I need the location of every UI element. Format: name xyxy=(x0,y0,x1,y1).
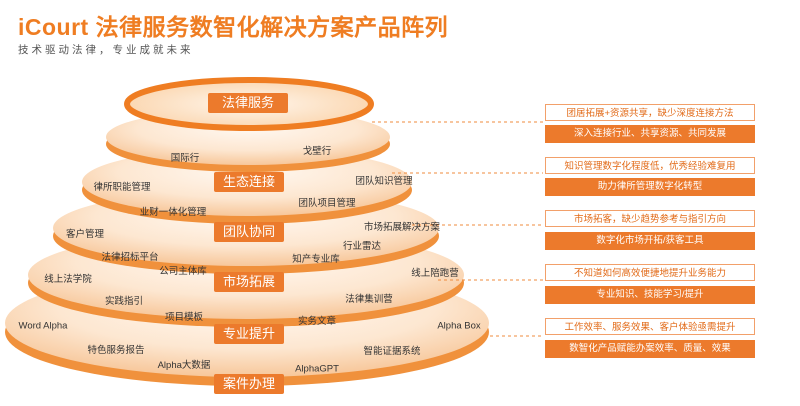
label-service-report: 特色服务报告 xyxy=(87,345,145,356)
level-legal-service: 法律服务 xyxy=(208,93,288,113)
need-4-pain: 不知道如何高效便捷地提升业务能力 xyxy=(545,264,755,281)
label-evidence: 智能证据系统 xyxy=(363,346,421,357)
label-practice: 实践指引 xyxy=(104,296,144,307)
label-bidding: 法律招标平台 xyxy=(101,252,159,263)
label-team-project: 团队项目管理 xyxy=(298,198,356,209)
level-case-handling: 案件办理 xyxy=(214,374,284,394)
label-alpha-bigdata: Alpha大数据 xyxy=(157,360,211,371)
need-2-pain: 知识管理数字化程度低，优秀经验难复用 xyxy=(545,157,755,174)
label-template: 项目模板 xyxy=(164,312,204,323)
need-3-solution: 数字化市场开拓/获客工具 xyxy=(545,232,755,250)
label-word-alpha: Word Alpha xyxy=(18,320,68,332)
label-gobi: 戈壁行 xyxy=(302,146,332,157)
need-5-solution: 数智化产品赋能办案效率、质量、效果 xyxy=(545,340,755,358)
label-online-school: 线上法学院 xyxy=(44,274,92,285)
label-client: 客户管理 xyxy=(65,229,105,240)
page-subtitle: 技术驱动法律，专业成就未来 xyxy=(18,44,194,56)
level-pro-improve: 专业提升 xyxy=(214,324,284,344)
need-2-solution: 助力律所管理数字化转型 xyxy=(545,178,755,196)
need-1-pain: 团居拓展+资源共享，缺少深度连接方法 xyxy=(545,104,755,121)
need-3-pain: 市场拓客，缺少趋势参考与指引方向 xyxy=(545,210,755,227)
label-alpha-box: Alpha Box xyxy=(437,320,481,332)
need-4-solution: 专业知识、技能学习/提升 xyxy=(545,286,755,304)
need-5-pain: 工作效率、服务效果、客户体验亟需提升 xyxy=(545,318,755,335)
label-company-lib: 公司主体库 xyxy=(159,266,207,277)
label-firm-admin: 律所职能管理 xyxy=(93,182,151,193)
level-market-expand: 市场拓展 xyxy=(214,272,284,292)
page-title: iCourt 法律服务数智化解决方案产品阵列 xyxy=(18,14,449,40)
label-intl: 国际行 xyxy=(170,153,200,164)
label-ip-lib: 知产专业库 xyxy=(292,254,340,265)
level-eco-connect: 生态连接 xyxy=(214,172,284,192)
label-articles: 实务文章 xyxy=(297,316,337,327)
label-market-solution: 市场拓展解决方案 xyxy=(363,222,441,233)
label-radar: 行业雷达 xyxy=(342,241,382,252)
label-team-knowledge: 团队知识管理 xyxy=(355,176,413,187)
level-team-collab: 团队协同 xyxy=(214,222,284,242)
label-training: 法律集训营 xyxy=(345,294,393,305)
label-online-camp: 线上陪跑营 xyxy=(411,268,459,279)
connector-lines xyxy=(372,121,543,337)
label-finance: 业财一体化管理 xyxy=(139,207,207,218)
need-1-solution: 深入连接行业、共享资源、共同发展 xyxy=(545,125,755,143)
label-alphagpt: AlphaGPT xyxy=(295,363,339,375)
